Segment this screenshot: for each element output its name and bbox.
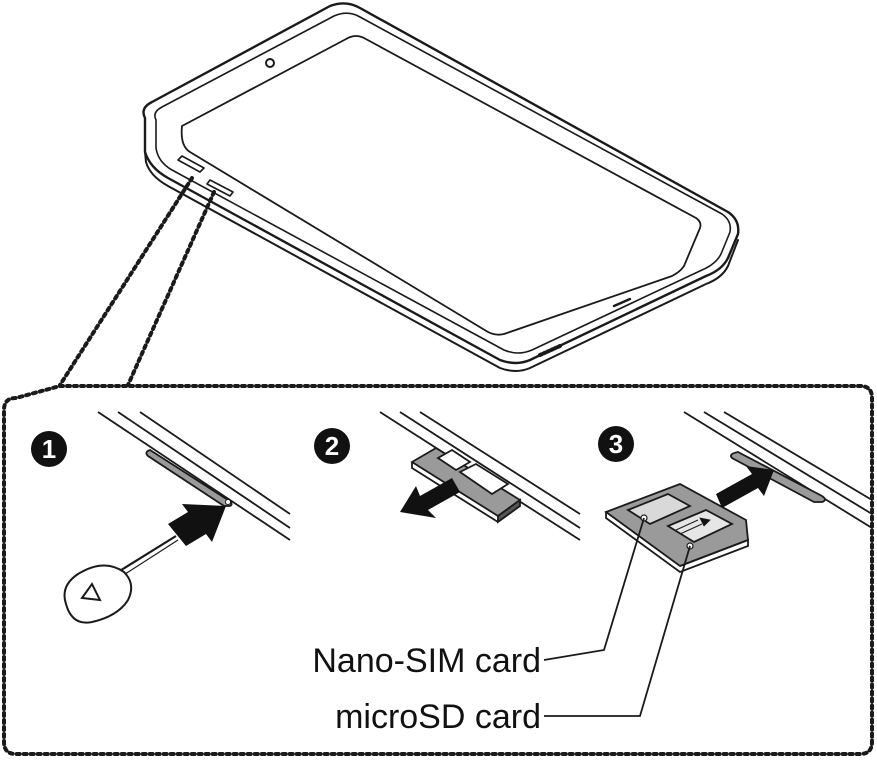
step-1-badge [31,431,67,467]
step-2: 2 [314,411,581,541]
step-2-number: 2 [325,431,339,461]
tablet-icon [142,2,740,372]
step-3-badge [598,426,634,462]
pull-arrow-icon [400,478,460,518]
callout-leaders [543,517,691,717]
push-arrow-icon [168,504,226,546]
detail-panel-border [2,384,874,756]
loaded-tray-icon [604,483,749,574]
ejection-pin-icon [63,535,179,624]
step-1-number: 1 [42,434,56,464]
microsd-card-label: microSD card [335,698,541,736]
step-3-number: 3 [609,429,623,459]
step-3: 3 [543,411,873,717]
step-1: 1 [31,411,291,624]
detail-leader-lines [58,176,216,387]
step-2-badge [314,428,350,464]
sim-tray-icon [410,446,522,524]
sim-tray-slot-1 [145,449,233,507]
insert-arrow-icon [716,466,774,508]
nano-sim-card-label: Nano-SIM card [312,642,541,680]
